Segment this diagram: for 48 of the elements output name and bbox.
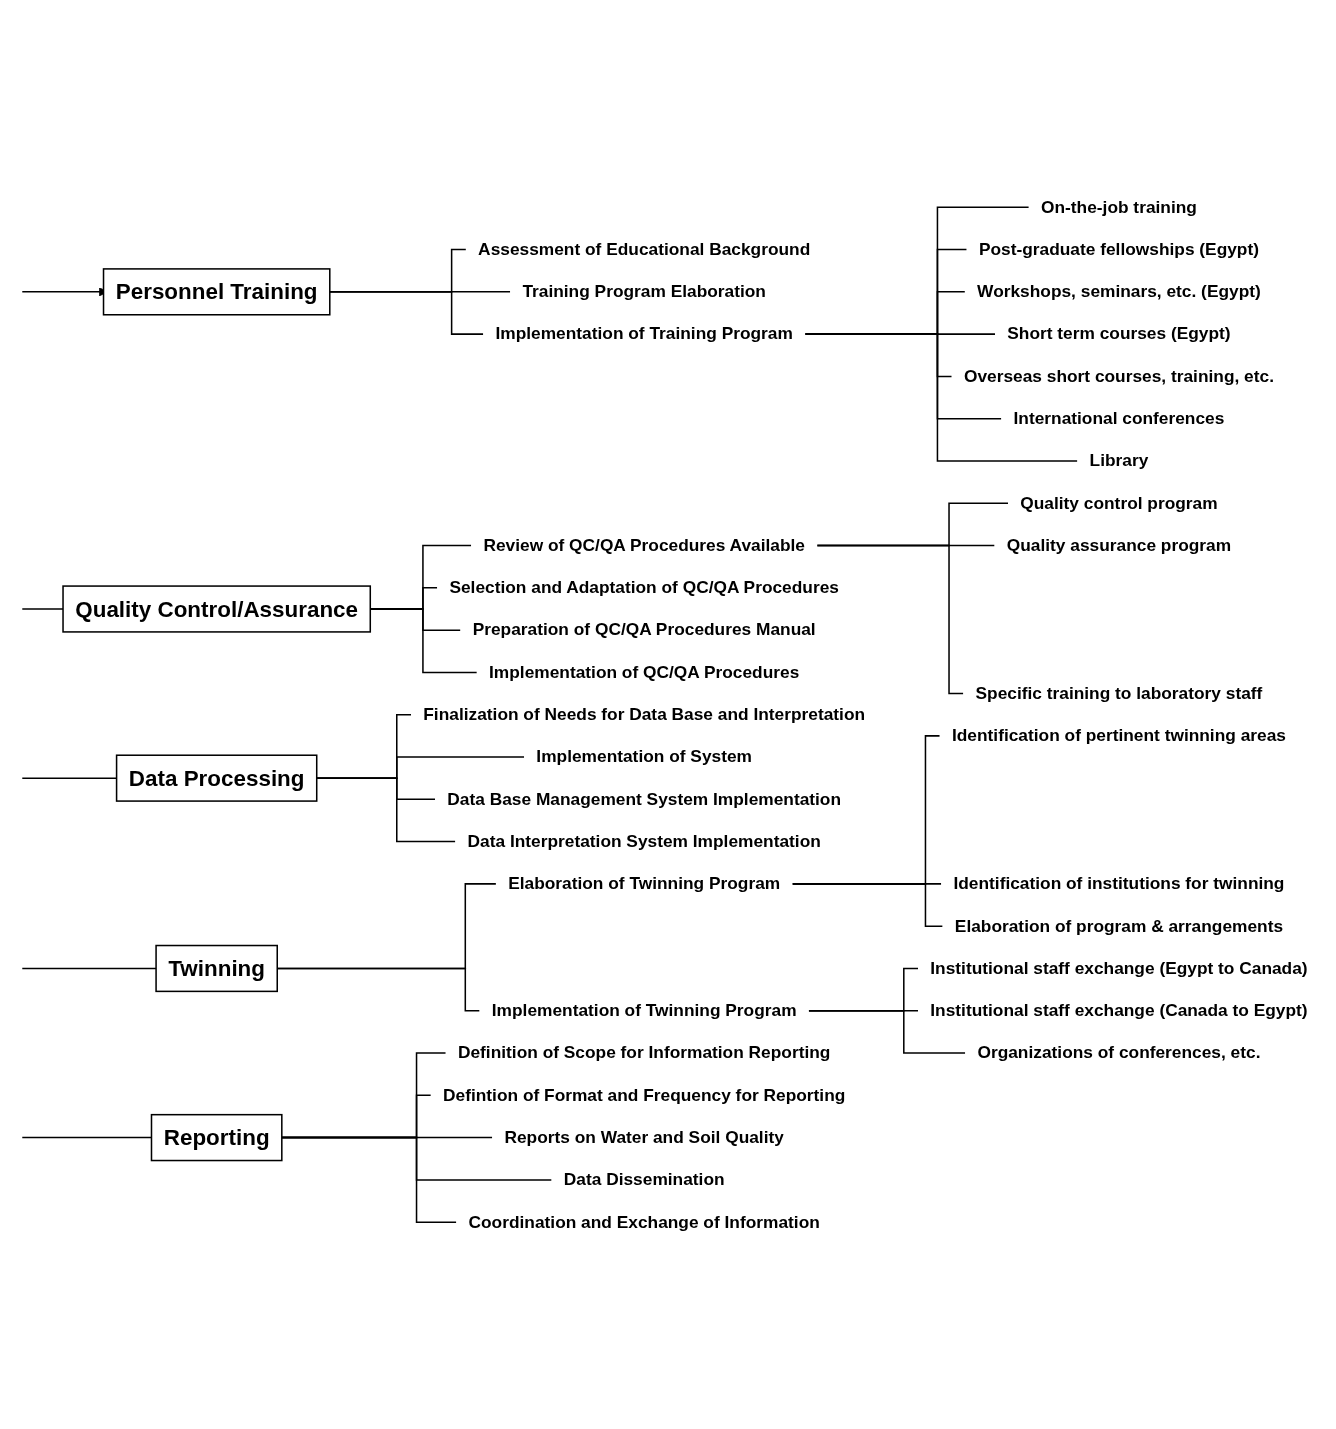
connector [21, 608, 64, 610]
node-box: Reporting [150, 1113, 283, 1162]
node-text: Identification of institutions for twinning [953, 873, 1285, 894]
node-text: Organizations of conferences, etc. [977, 1042, 1261, 1063]
node-text: Data Base Management System Implementation [447, 789, 842, 809]
node-text: Assessment of Educational Background [478, 239, 811, 259]
node-text: Selection and Adaptation of QC/QA Procedures [449, 577, 839, 598]
node-text: Preparation of QC/QA Procedures Manual [472, 619, 816, 640]
connector [369, 608, 478, 673]
node-text: Quality assurance program [1006, 535, 1232, 555]
node-text: Coordination and Exchange of Information [468, 1212, 820, 1232]
node-text: Quality control program [1020, 493, 1218, 513]
node-text: Identification of pertinent twinning areas [951, 725, 1286, 746]
connector [329, 290, 484, 335]
node-text: Institutional staff exchange (Canada to Egypt) [930, 1000, 1308, 1020]
node-box: Data Processing [115, 754, 318, 802]
connector [791, 882, 944, 927]
node-text: Overseas short courses, training, etc. [963, 366, 1274, 386]
node-text: On-the-job training [1041, 197, 1197, 217]
node-text: Specific training to laboratory staff [975, 683, 1263, 703]
connector [281, 1136, 458, 1223]
node-text: Institutional staff exchange (Egypt to Canada) [930, 958, 1308, 978]
node-text: Workshops, seminars, etc. (Egypt) [977, 281, 1261, 302]
node-text: Reports on Water and Soil Quality [504, 1127, 784, 1147]
node-box: Quality Control/Assurance [62, 585, 372, 633]
node-text: Review of QC/QA Procedures Available [483, 535, 805, 555]
connector [816, 544, 965, 695]
node-text: Data Interpretation System Implementation [467, 831, 821, 851]
node-text: Short term courses (Egypt) [1007, 323, 1231, 344]
node-text: Elaboration of program & arrangements [954, 916, 1284, 936]
node-text: Training Program Elaboration [522, 281, 766, 302]
node-text: Implementation of Training Program [495, 323, 793, 344]
node-text: International conferences [1013, 408, 1225, 428]
node-text: Defintion of Format and Frequency for Reporting [443, 1085, 846, 1105]
node-text: Implementation of QC/QA Procedures [489, 662, 800, 682]
connector [808, 1009, 966, 1054]
node-text: Definition of Scope for Information Reporting [457, 1042, 831, 1063]
node-text: Implementation of Twinning Program [491, 1000, 797, 1020]
node-text: Library [1089, 450, 1149, 471]
node-text: Finalization of Needs for Data Base and Interpretation [423, 704, 866, 724]
node-text: Data Dissemination [563, 1169, 725, 1190]
node-text: Implementation of System [536, 746, 752, 767]
node-text: Post-graduate fellowships (Egypt) [978, 239, 1259, 259]
connector [804, 333, 1079, 462]
node-box: Twinning [155, 944, 278, 992]
node-text: Elaboration of Twinning Program [508, 873, 781, 894]
node-box: Personnel Training [102, 267, 331, 316]
connector [21, 967, 157, 969]
